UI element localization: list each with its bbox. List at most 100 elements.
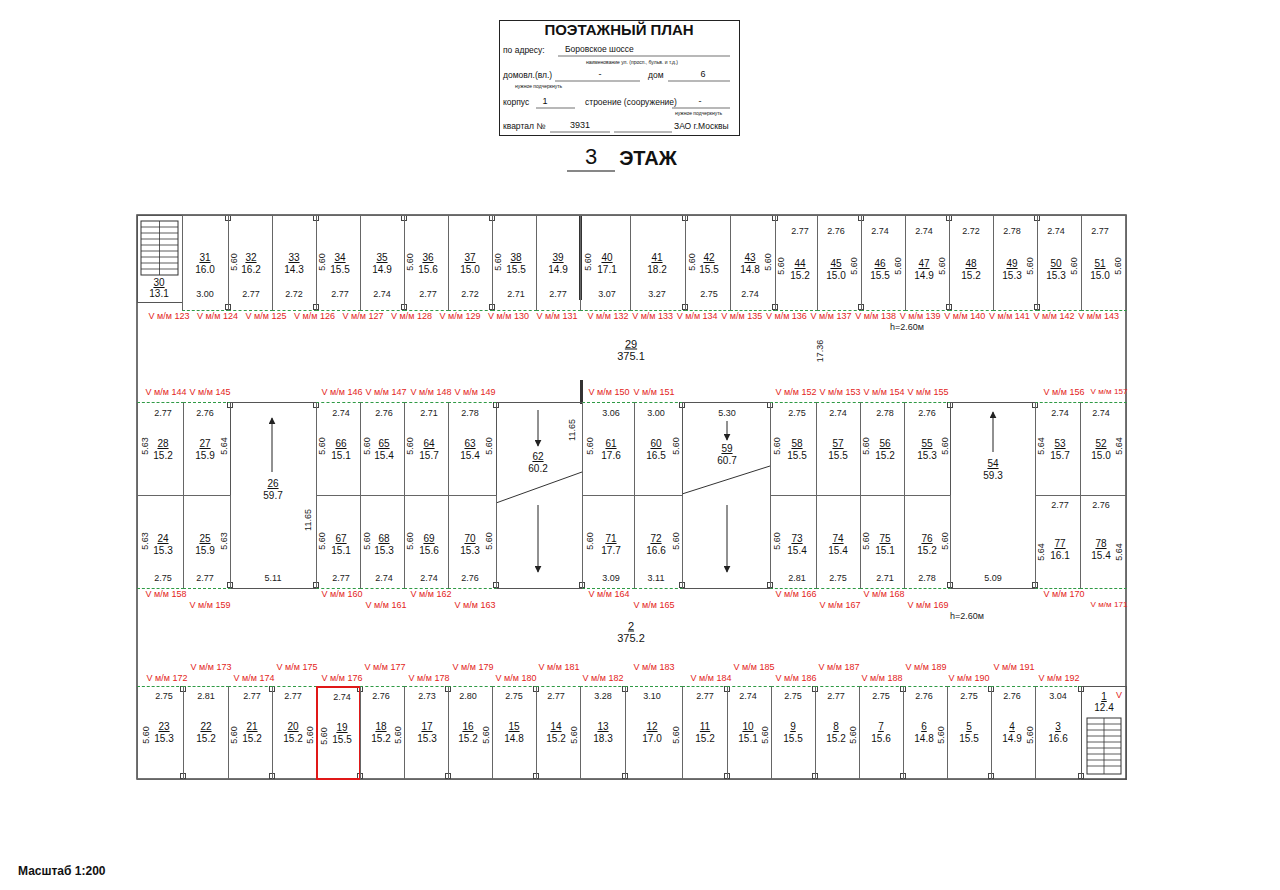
parking-label: V м/м 130 <box>488 312 529 321</box>
area-value: 15.4 <box>460 451 479 461</box>
area-value: 375.1 <box>617 351 645 362</box>
parking-label: V м/м 145 <box>190 388 231 397</box>
room-number: 53 <box>1054 439 1065 449</box>
dimension-label: 5.60 <box>941 532 950 550</box>
area-value: 16.6 <box>646 546 665 556</box>
parking-label: V м/м 176 <box>322 674 363 683</box>
room-number: 9 <box>790 722 796 732</box>
parking-box: 4215.52.755.60 <box>685 215 731 311</box>
room-number: 26 <box>267 479 278 489</box>
parking-box: 6815.32.745.60 <box>360 495 405 589</box>
parking-label: V м/м 128 <box>391 312 432 321</box>
area-value: 15.3 <box>374 546 393 556</box>
area-value: 15.5 <box>959 734 978 744</box>
dimension-label: 5.63 <box>220 532 229 550</box>
dimension-label: 2.80 <box>459 692 477 701</box>
dimension-label: 2.77 <box>1051 501 1069 510</box>
parking-label: V м/м 184 <box>691 674 732 683</box>
dimension-label: 5.60 <box>363 532 372 550</box>
parking-box: 5615.22.785.60 <box>860 402 905 496</box>
room-number: 35 <box>376 253 387 263</box>
area-value: 15.4 <box>1091 551 1110 561</box>
area-value: 15.1 <box>738 734 757 744</box>
room-number: 8 <box>833 722 839 732</box>
parking-box: 7615.22.785.60 <box>904 495 951 589</box>
room-number: 42 <box>703 253 714 263</box>
dimension-label: 2.74 <box>333 693 351 702</box>
parking-box: 1915.52.745.60 <box>316 686 361 780</box>
dimension-label: 5.60 <box>850 257 859 275</box>
dimension-label: 5.60 <box>406 532 415 550</box>
area-value: 17.6 <box>601 451 620 461</box>
dimension-label: 2.76 <box>461 574 479 583</box>
parking-box: 6615.12.745.60 <box>316 402 361 496</box>
parking-box: 3415.52.775.60 <box>316 215 361 311</box>
dimension-label: 2.75 <box>700 290 718 299</box>
parking-label: V м/м 192 <box>1039 674 1080 683</box>
parking-label: V м/м 137 <box>811 312 852 321</box>
dimension-label: 2.77 <box>696 692 714 701</box>
dimension-label: 2.75 <box>960 692 978 701</box>
dimension-label: 5.60 <box>1026 257 1035 275</box>
area-value: 15.2 <box>371 734 390 744</box>
parking-label: V м/м 141 <box>989 312 1030 321</box>
parking-box: 3116.03.00 <box>182 215 229 311</box>
area-value: 15.1 <box>331 546 350 556</box>
dimension-label: 2.74 <box>829 409 847 418</box>
parking-label: V м/м 180 <box>496 674 537 683</box>
area-value: 15.4 <box>787 546 806 556</box>
room-number: 29 <box>625 339 637 350</box>
parking-label: V м/м 169 <box>908 601 949 610</box>
area-value: 15.5 <box>699 265 718 275</box>
dimension-label: 5.60 <box>485 532 494 550</box>
parking-label: V м/м 144 <box>146 388 187 397</box>
room-number: 19 <box>336 723 347 733</box>
area-value: 16.1 <box>1050 551 1069 561</box>
parking-box: 5715.52.74 <box>816 402 861 496</box>
area-value: 17.7 <box>601 546 620 556</box>
stamp-field: строение (сооружение) <box>585 98 677 107</box>
area-value: 15.2 <box>153 451 172 461</box>
dimension-label: h=2.60м <box>890 323 924 332</box>
parking-box: 414.92.765.60 <box>991 686 1036 780</box>
dimension-label: 5.60 <box>363 437 372 455</box>
dimension-label: 2.76 <box>1092 501 1110 510</box>
room-number: 75 <box>879 534 890 544</box>
area-value: 15.2 <box>917 546 936 556</box>
dimension-label: 2.75 <box>784 692 802 701</box>
parking-box: 1415.22.775.60 <box>536 686 581 780</box>
room-number: 33 <box>288 253 299 263</box>
parking-box: 5215.02.745.64 <box>1080 402 1127 496</box>
parking-label: V м/м 126 <box>294 312 335 321</box>
dimension-label: 5.60 <box>941 437 950 455</box>
area-value: 15.5 <box>330 265 349 275</box>
parking-label: V м/м 175 <box>277 663 318 672</box>
room-number: 41 <box>651 253 662 263</box>
dimension-label: 5.64 <box>1115 437 1124 455</box>
room-number: 16 <box>462 722 473 732</box>
dimension-label: 5.60 <box>320 727 329 745</box>
room-number: 67 <box>335 534 346 544</box>
area-value: 15.6 <box>418 265 437 275</box>
dimension-label: 5.60 <box>761 726 770 744</box>
dimension-label: 5.11 <box>265 574 282 583</box>
area-value: 12.4 <box>1094 703 1113 713</box>
dimension-label: 5.60 <box>318 437 327 455</box>
dimension-label: 2.77 <box>827 692 845 701</box>
dimension-label: 2.75 <box>829 574 847 583</box>
parking-box: 915.52.75 <box>771 686 816 780</box>
parking-label: V м/м 136 <box>766 312 807 321</box>
dimension-label: 5.60 <box>586 532 595 550</box>
parking-box: 2515.92.775.63 <box>183 495 231 589</box>
parking-label: V м/м 172 <box>147 674 188 683</box>
area-value: 60.2 <box>528 464 547 474</box>
parking-box: 4118.23.27 <box>630 215 686 311</box>
parking-box: 7716.12.775.64 <box>1035 495 1081 589</box>
dimension-label: 2.76 <box>375 409 393 418</box>
dimension-label: 2.76 <box>1003 692 1021 701</box>
dimension-label: 3.09 <box>602 574 620 583</box>
parking-box: 5315.72.745.64 <box>1035 402 1081 496</box>
dimension-label: 2.74 <box>739 692 757 701</box>
parking-box: 6515.42.765.60 <box>360 402 405 496</box>
parking-box: 2715.92.765.64 <box>183 402 231 496</box>
